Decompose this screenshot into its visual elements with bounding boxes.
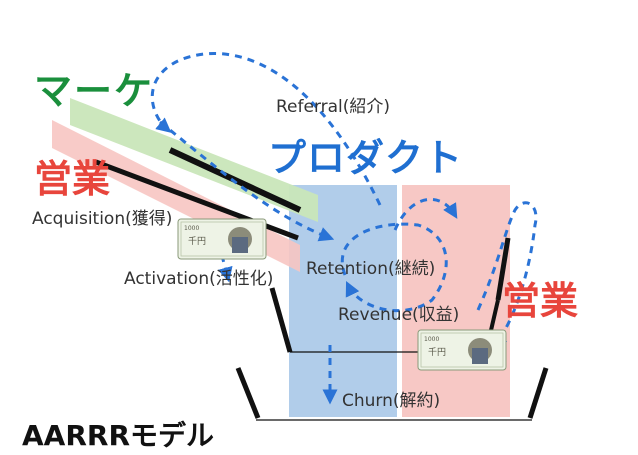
revenue-label: Revenue(収益) <box>338 305 460 325</box>
activation-label: Activation(活性化) <box>124 269 274 289</box>
diagram-title: AARRRモデル <box>22 419 215 452</box>
bucket-left <box>235 367 261 419</box>
marketing-label: マーケ <box>34 69 155 113</box>
retention-label: Retention(継続) <box>306 259 436 279</box>
funnel-left-upper <box>269 287 293 353</box>
product-label: プロダクト <box>268 136 464 180</box>
acquisition-label: Acquisition(獲得) <box>32 209 173 229</box>
banknote-right-number: 1000 <box>424 336 439 343</box>
product-column <box>289 185 397 417</box>
marketing-bar <box>168 147 302 213</box>
referral-arrow <box>150 52 382 206</box>
banknote-left-number: 1000 <box>184 225 199 232</box>
banknote-right: 千円 1000 <box>417 329 507 371</box>
banknote-right-denomination: 千円 <box>428 347 446 358</box>
sales-label-left: 営業 <box>34 157 111 201</box>
sales-column <box>402 185 510 417</box>
banknote-left-denomination: 千円 <box>188 236 206 247</box>
activation-arrow <box>213 229 233 283</box>
retention-loop-arrow <box>341 222 448 313</box>
funnel-right-upper <box>495 237 511 301</box>
churn-label: Churn(解約) <box>342 391 441 411</box>
banknote-left: 千円 1000 <box>177 218 267 260</box>
acquisition-arrow <box>159 120 335 242</box>
sales-loop-arrow <box>476 201 538 349</box>
bucket-right <box>527 367 549 419</box>
sales-label-right: 営業 <box>502 279 579 323</box>
referral-label: Referral(紹介) <box>276 97 391 117</box>
retention-to-sales-arrow <box>393 197 458 231</box>
